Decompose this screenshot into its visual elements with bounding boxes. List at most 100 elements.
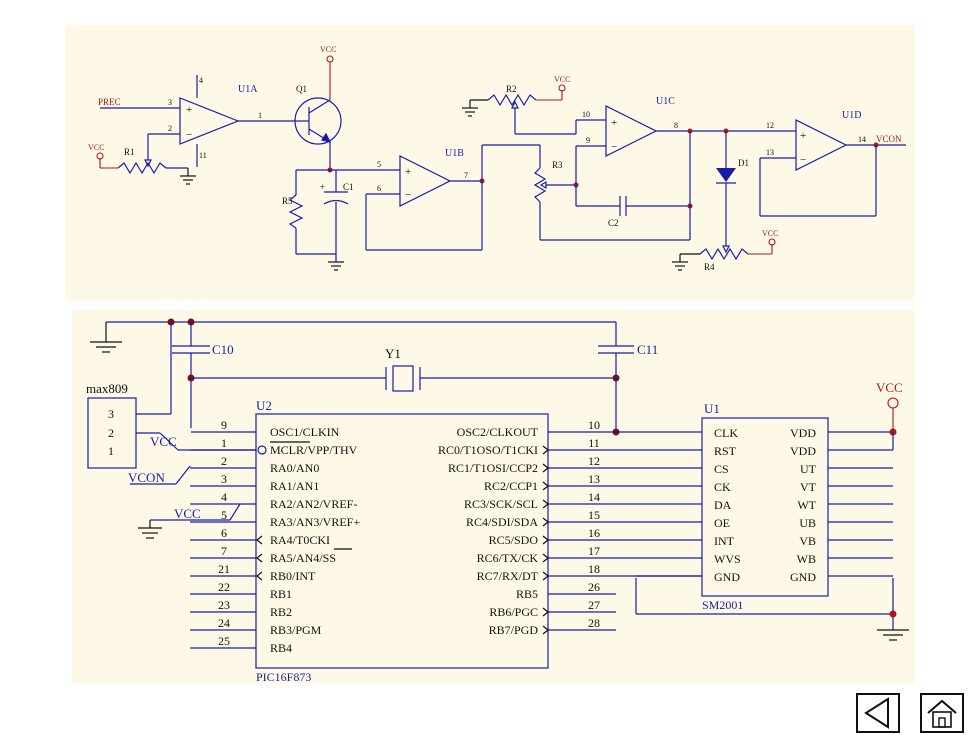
r1-wiper: [144, 159, 152, 168]
u2-pin-num: 18: [588, 562, 600, 576]
u1-pins: CLKRSTCSCKDAOEINTWVSGNDVDDVDDUTVTWTUBVBW…: [636, 426, 893, 584]
u2-pin-num: 28: [588, 616, 600, 630]
vcc-r4: VCC: [762, 229, 778, 238]
u1a-pin11: 11: [199, 151, 207, 160]
vcc-ra3: VCC: [174, 506, 201, 521]
u2-pin-num: 1: [221, 436, 227, 450]
vcc-q1: VCC: [320, 45, 336, 54]
u2-pin-num: 21: [218, 562, 230, 576]
u1b-plus: +: [405, 166, 411, 178]
u1-left-pin: DA: [714, 498, 732, 512]
r4-label: R4: [704, 262, 715, 272]
u1b-label: U1B: [445, 148, 464, 159]
q1-transistor: [294, 97, 342, 145]
u2-pin-name: RA2/AN2/VREF-: [270, 497, 357, 511]
u1d-pin12: 12: [766, 121, 774, 130]
u2-pin-num: 6: [221, 526, 227, 540]
u2-pin-name: RC4/SDI/SDA: [466, 515, 538, 529]
u1a-opamp: [179, 97, 240, 145]
u1d-label: U1D: [842, 110, 861, 121]
u2-pin-num: 26: [588, 580, 600, 594]
u1a-pin1: 1: [258, 111, 262, 120]
u2-pin-num: 24: [218, 616, 230, 630]
pic16f873-chip: [255, 413, 549, 669]
u1-left-pin: CK: [714, 480, 731, 494]
u1c-minus: −: [611, 141, 617, 153]
u2-pin-name: RC1/T1OSI/CCP2: [448, 461, 538, 475]
u2-pin-num: 13: [588, 472, 600, 486]
u2-pin-num: 3: [221, 472, 227, 486]
home-button[interactable]: [920, 693, 964, 733]
max809-pin2: 2: [108, 426, 114, 440]
u1-right-pin: VT: [800, 480, 817, 494]
u2-pin-name: RA0/AN0: [270, 461, 319, 475]
u2-pin-name: RB1: [270, 587, 292, 601]
sm2001-chip: [701, 417, 829, 597]
u1c-pin8: 8: [674, 121, 678, 130]
u2-pin-name: OSC1/CLKIN: [270, 425, 340, 439]
u1a-pin2: 2: [168, 124, 172, 133]
u1b-pin7: 7: [464, 171, 468, 180]
back-triangle-icon: [864, 697, 889, 729]
u1-left-pin: INT: [714, 534, 735, 548]
back-button[interactable]: [856, 693, 900, 733]
u2-pin-name: RB3/PGM: [270, 623, 322, 637]
u1-left-pin: RST: [714, 444, 737, 458]
u1-right-pin: WT: [797, 498, 816, 512]
top-circuit: U1A + − 4 11 PREC 3 2 R1 VCC 1: [88, 45, 906, 272]
r3-label: R3: [552, 160, 563, 170]
u2-pin-num: 5: [221, 508, 227, 522]
u1c-pin10: 10: [582, 110, 590, 119]
u2-pin-name: RC6/TX/CK: [477, 551, 539, 565]
u2-pin-name: RC7/RX/DT: [477, 569, 539, 583]
r1-label: R1: [124, 147, 135, 157]
home-icon: [927, 699, 957, 728]
u2-pin-name: RB4: [270, 641, 292, 655]
vcc-right: VCC: [876, 380, 903, 395]
u1d-plus: +: [800, 130, 806, 142]
u2-pin-name: RC0/T1OSO/T1CKI: [438, 443, 538, 457]
u1-right-pin: VDD: [790, 426, 816, 440]
bottom-panel: [72, 310, 915, 683]
u2-pin-num: 27: [588, 598, 600, 612]
u1-left-pin: WVS: [714, 552, 741, 566]
d1-diode: [716, 168, 736, 182]
u1b-pin6: 6: [377, 184, 381, 193]
r2-label: R2: [506, 84, 517, 94]
u1d-opamp: [795, 119, 848, 171]
u2-pin-name: RB7/PGD: [489, 623, 539, 637]
u2-pin-num: 11: [588, 436, 600, 450]
vcc-r1: VCC: [88, 143, 104, 152]
u1-right-pin: VDD: [790, 444, 816, 458]
u1-ref: U1: [704, 401, 720, 416]
prec-label: PREC: [98, 97, 121, 107]
q1-label: Q1: [296, 84, 307, 94]
u1-right-pin: UT: [800, 462, 817, 476]
u1a-plus: +: [186, 104, 192, 116]
u2-pin-num: 22: [218, 580, 230, 594]
u1d-pin14: 14: [858, 135, 866, 144]
u1b-minus: −: [405, 189, 411, 201]
u1a-pin3: 3: [168, 98, 172, 107]
r3-resistor: [533, 167, 547, 203]
u1c-label: U1C: [656, 96, 675, 107]
u1-part: SM2001: [702, 598, 743, 612]
u2-pin-num: 14: [588, 490, 600, 504]
u2-pin-name: RB0/INT: [270, 569, 316, 583]
u1-right-pin: VB: [799, 534, 816, 548]
u2-pin-name: RA5/AN4/SS: [270, 551, 336, 565]
u2-pin-num: 23: [218, 598, 230, 612]
u1c-opamp: [605, 105, 658, 157]
vcc-max809: VCC: [150, 434, 177, 449]
u1-right-pin: UB: [799, 516, 816, 530]
c11-label: C11: [637, 342, 658, 357]
u2-pin-name: RB5: [516, 587, 538, 601]
u2-pin-name: RA4/T0CKI: [270, 533, 330, 547]
c1-label: C1: [343, 182, 354, 192]
r4-resistor: [699, 247, 749, 261]
u2-ref: U2: [256, 398, 272, 413]
max809-pin3: 3: [108, 407, 114, 421]
max809-label: max809: [86, 381, 128, 396]
